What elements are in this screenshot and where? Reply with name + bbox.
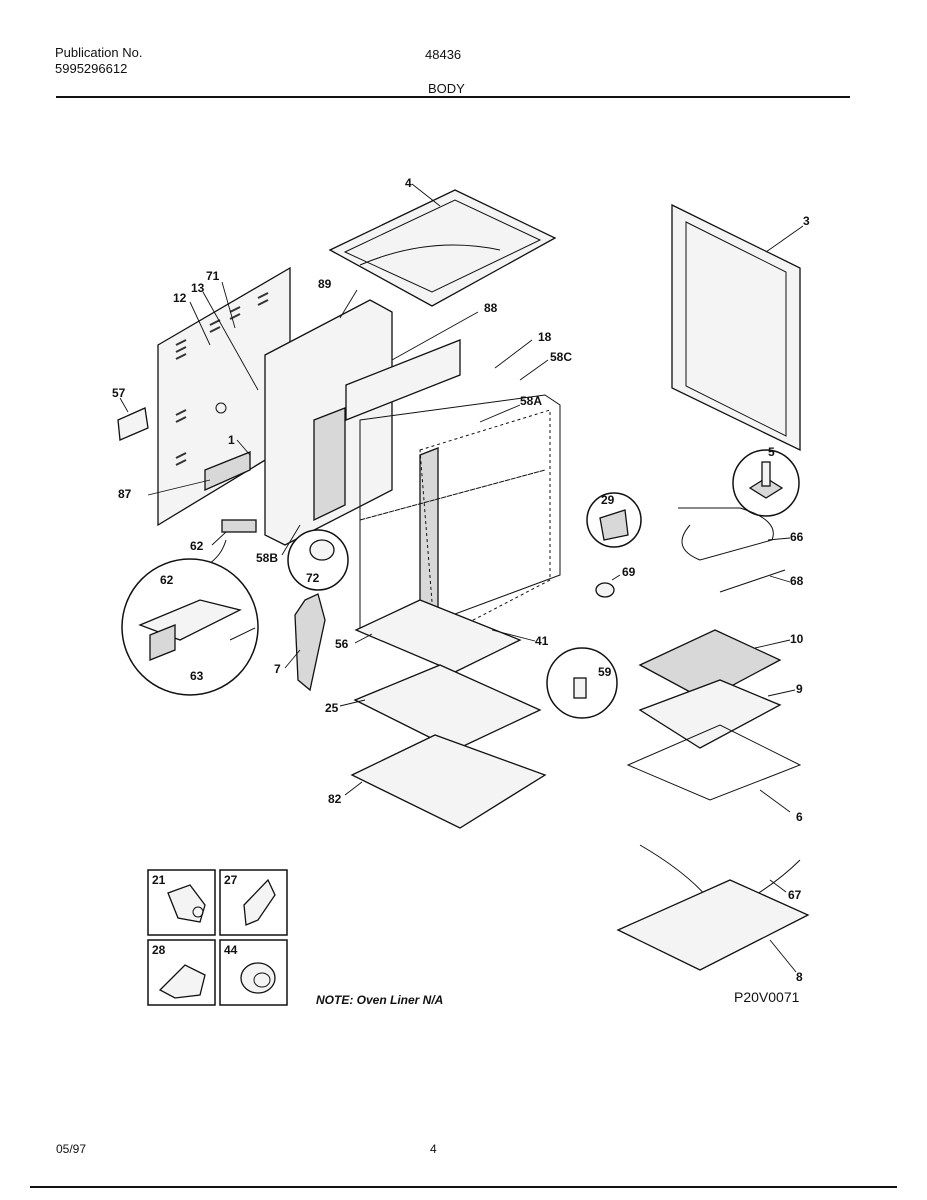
callout-72: 72 [306, 571, 320, 585]
callout-44: 44 [224, 943, 238, 957]
publication-label: Publication No. [55, 45, 143, 60]
section-title: BODY [428, 81, 465, 96]
part-terminal-detail [121, 558, 259, 696]
part-bake-element [678, 507, 774, 561]
callout-21: 21 [152, 873, 166, 887]
callout-82: 82 [328, 792, 342, 806]
part-72-detail [287, 529, 349, 591]
small-parts-grid: 21 27 28 44 [147, 869, 288, 1006]
callout-89: 89 [318, 277, 332, 291]
callout-8: 8 [796, 970, 803, 984]
part-top-frame [328, 189, 557, 307]
callout-9: 9 [796, 682, 803, 696]
part-69 [595, 582, 615, 598]
part-bottom-tray [616, 879, 810, 971]
callout-10: 10 [790, 632, 804, 646]
callout-87: 87 [118, 487, 132, 501]
callout-7: 7 [274, 662, 281, 676]
callout-66: 66 [790, 530, 804, 544]
callout-1: 1 [228, 433, 235, 447]
callout-62-a: 62 [190, 539, 204, 553]
part-broiler-pan [638, 679, 782, 749]
part-oven-cavity [264, 299, 561, 646]
callout-67: 67 [788, 888, 802, 902]
callout-3: 3 [803, 214, 810, 228]
footer-rule [30, 1186, 897, 1188]
callout-58b: 58B [256, 551, 278, 565]
oven-liner-note: NOTE: Oven Liner N/A [316, 993, 444, 1007]
callout-68: 68 [790, 574, 804, 588]
part-bottom-panel [354, 599, 522, 673]
page-number: 4 [430, 1142, 437, 1156]
callout-58a: 58A [520, 394, 542, 408]
callout-5: 5 [768, 445, 775, 459]
header-rule [56, 96, 850, 98]
part-oven-rack [626, 724, 802, 801]
part-terminal-block [221, 519, 257, 533]
part-leveling-leg [732, 449, 800, 517]
part-broiler-grid [638, 629, 782, 701]
callout-88: 88 [484, 301, 498, 315]
part-hinge [294, 593, 326, 692]
callout-4: 4 [405, 176, 412, 190]
model-number: 48436 [425, 47, 462, 62]
callout-71: 71 [206, 269, 220, 283]
part-bracket [204, 451, 251, 492]
callout-18: 18 [538, 330, 552, 344]
figure-code: P20V0071 [734, 989, 800, 1005]
part-25-panel [353, 664, 542, 751]
callout-69: 69 [622, 565, 636, 579]
callout-25: 25 [325, 701, 339, 715]
callout-13: 13 [191, 281, 205, 295]
part-side-panel [157, 266, 291, 527]
callout-12: 12 [173, 291, 187, 305]
part-59-detail [546, 647, 618, 719]
part-plate [117, 407, 149, 441]
callout-41: 41 [535, 634, 549, 648]
callout-56: 56 [335, 637, 349, 651]
part-29-detail [586, 492, 642, 548]
callout-28: 28 [152, 943, 166, 957]
callout-58c: 58C [550, 350, 572, 364]
footer-date: 05/97 [56, 1142, 87, 1156]
callout-59: 59 [598, 665, 612, 679]
callout-62-b: 62 [160, 573, 174, 587]
part-door-frame [671, 203, 801, 452]
callout-27: 27 [224, 873, 238, 887]
callout-57: 57 [112, 386, 126, 400]
callout-29: 29 [601, 493, 615, 507]
callout-6: 6 [796, 810, 803, 824]
callout-63: 63 [190, 669, 204, 683]
publication-number: 5995296612 [55, 61, 128, 76]
part-82-panel [350, 734, 547, 829]
